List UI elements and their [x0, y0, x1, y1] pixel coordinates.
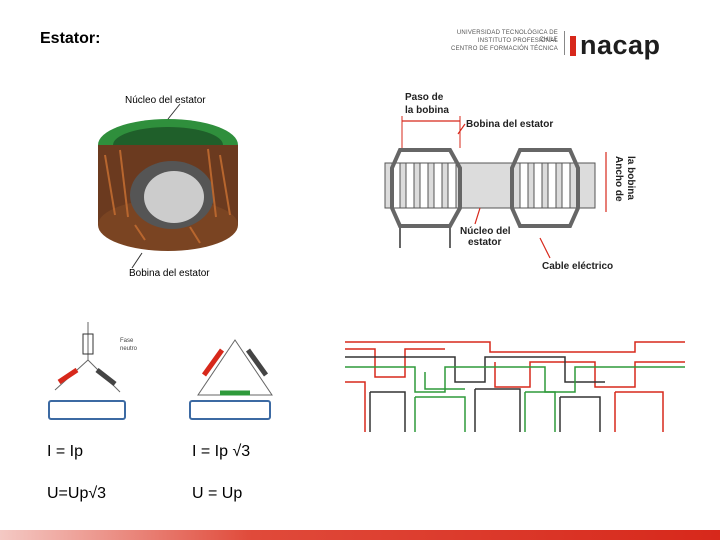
logo-line-3: CENTRO DE FORMACIÓN TÉCNICA [451, 46, 558, 52]
star-note-1: Fase [120, 338, 134, 344]
logo-divider [564, 31, 565, 55]
logo-line-2: INSTITUTO PROFESIONAL [477, 38, 558, 44]
slide-title: Estator: [40, 30, 101, 47]
coil-label: Bobina del estator [466, 119, 553, 130]
delta-answer-box [189, 400, 271, 420]
core-label-2: estator [468, 237, 501, 248]
star-voltage-formula: U=Up√3 [47, 485, 107, 502]
delta-voltage-formula: U = Up [192, 485, 243, 502]
stator-photo: Núcleo del estator Bobina del estator [98, 95, 238, 279]
star-connection-diagram: Fase neutro [54, 322, 138, 393]
footer-accent-bar [0, 530, 720, 540]
logo-line-1: UNIVERSIDAD TECNOLÓGICA DE CHILE [456, 30, 558, 43]
delta-connection-diagram [197, 339, 273, 396]
pitch-label-2: la bobina [405, 105, 449, 116]
coil-diagram: Paso de la bobina Bobina del estator Anc… [384, 92, 636, 272]
width-label-2: la bobina [625, 156, 636, 200]
cable-label: Cable eléctrico [542, 261, 613, 272]
star-current-formula: I = Ip [47, 443, 84, 460]
delta-current-formula: I = Ip √3 [192, 443, 251, 460]
logo-word: nacap [580, 30, 661, 60]
width-label-1: Ancho de [613, 156, 624, 202]
star-note-2: neutro [120, 346, 138, 352]
pitch-label-1: Paso de [405, 92, 444, 103]
stator-photo-coil-label: Bobina del estator [129, 268, 210, 279]
logo-i-mark [570, 36, 576, 56]
stator-photo-core-label: Núcleo del estator [125, 95, 206, 106]
inacap-logo: UNIVERSIDAD TECNOLÓGICA DE CHILE INSTITU… [440, 28, 690, 64]
star-answer-box [48, 400, 126, 420]
core-label-1: Núcleo del [460, 226, 511, 237]
winding-diagram [345, 341, 685, 432]
